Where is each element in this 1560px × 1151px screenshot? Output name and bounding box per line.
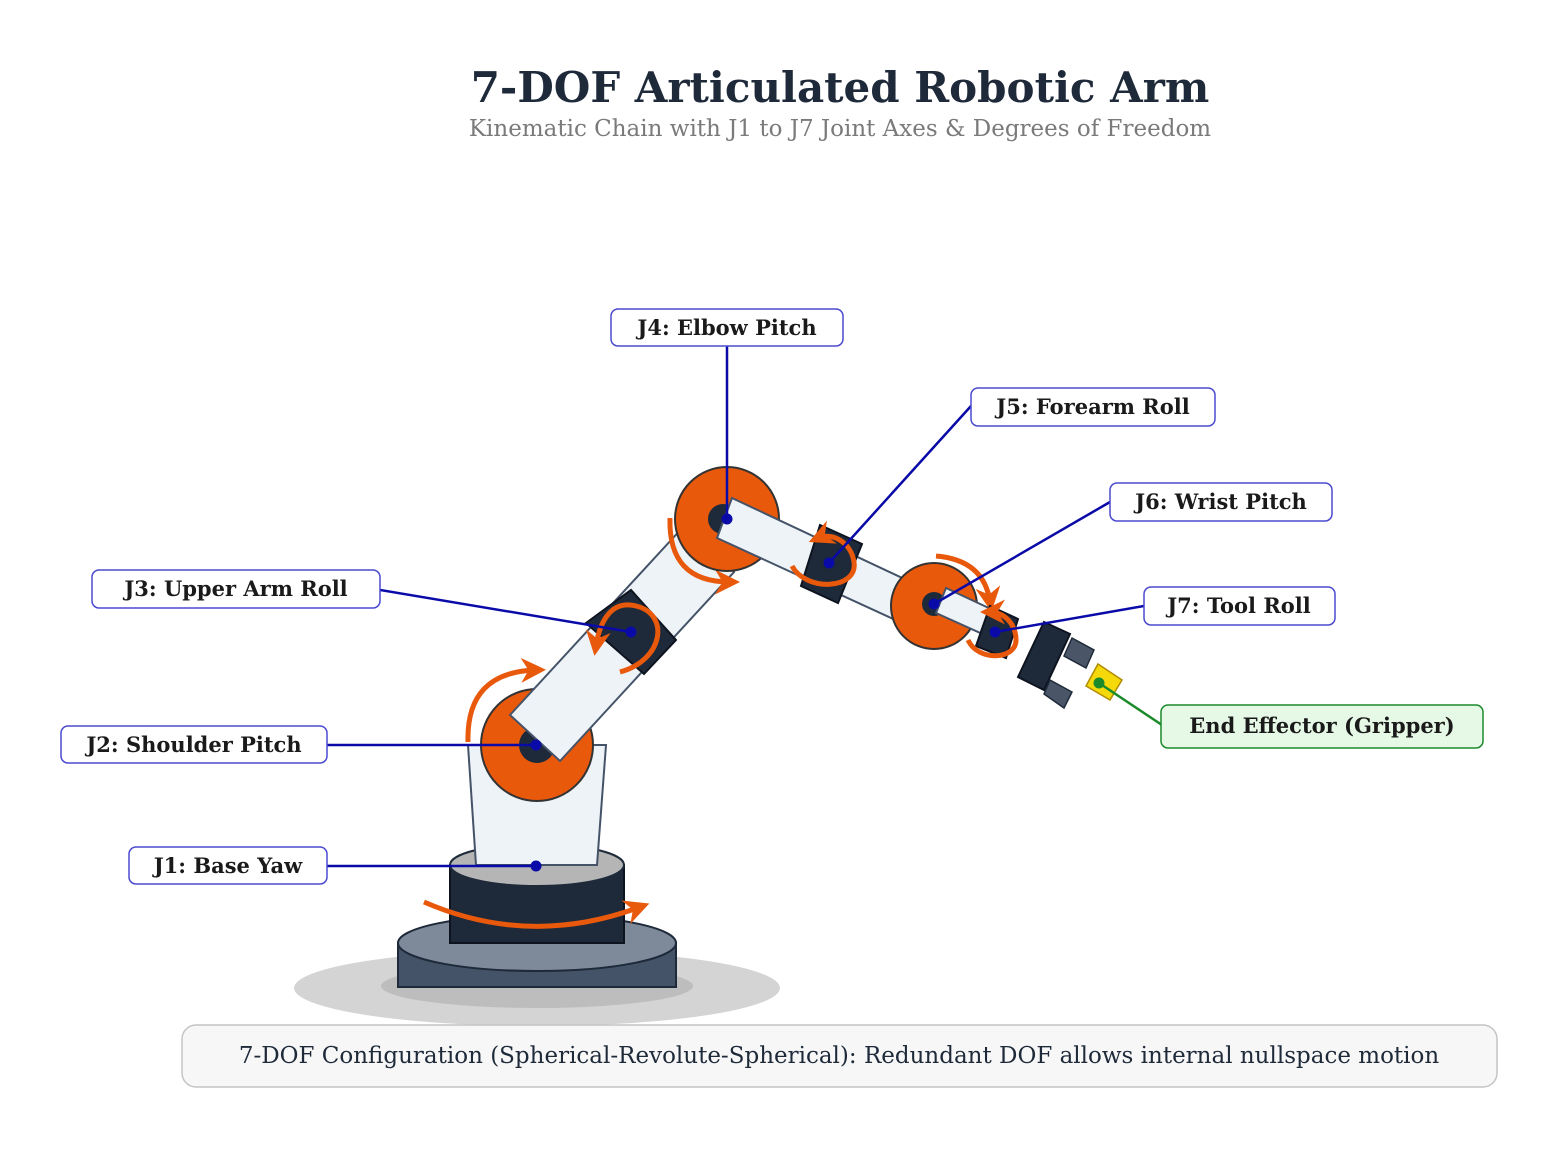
j2-label-text: J2: Shoulder Pitch xyxy=(84,732,301,757)
gripper xyxy=(1016,620,1124,710)
joint-markers xyxy=(530,513,1001,872)
j7-leader-line xyxy=(994,604,1145,634)
j3-marker-dot xyxy=(625,626,637,638)
diagram-subtitle: Kinematic Chain with J1 to J7 Joint Axes… xyxy=(469,116,1211,142)
j7-label-text: J7: Tool Roll xyxy=(1165,593,1311,618)
j7-marker-dot xyxy=(989,626,1001,638)
j4-marker-dot xyxy=(721,513,733,525)
end-effector-label: End Effector (Gripper) xyxy=(1160,704,1484,749)
j6-leader-line xyxy=(933,500,1111,606)
j6-label-text: J6: Wrist Pitch xyxy=(1133,489,1307,514)
j4-label: J4: Elbow Pitch xyxy=(610,308,844,347)
j3-label: J3: Upper Arm Roll xyxy=(91,569,381,609)
j6-marker-dot xyxy=(928,598,940,610)
j5-rotation-arrow xyxy=(789,520,857,587)
j3-leader-line xyxy=(379,588,632,634)
j1-rotation-arrow xyxy=(423,899,650,929)
j2-rotation-arrow xyxy=(465,657,546,743)
diagram-title: 7-DOF Articulated Robotic Arm xyxy=(471,63,1210,112)
j4-label-text: J4: Elbow Pitch xyxy=(635,315,816,340)
j2-marker-dot xyxy=(530,739,542,751)
j5-marker-dot xyxy=(823,557,835,569)
base-turret xyxy=(449,843,625,944)
j4-rotation-arrow xyxy=(667,517,740,595)
end-effector-label-text: End Effector (Gripper) xyxy=(1189,713,1454,738)
footer-note-text: 7-DOF Configuration (Spherical-Revolute-… xyxy=(239,1043,1440,1069)
j5-label: J5: Forearm Roll xyxy=(970,387,1216,427)
j6-label: J6: Wrist Pitch xyxy=(1109,482,1333,522)
j3-label-text: J3: Upper Arm Roll xyxy=(122,576,347,601)
j7-rotation-arrow xyxy=(965,599,1019,659)
end-effector-marker-dot xyxy=(1093,677,1105,689)
j3-rotation-arrow xyxy=(585,602,661,675)
leader-lines xyxy=(326,345,1145,868)
j1-label-text: J1: Base Yaw xyxy=(152,853,303,878)
j5-leader-line xyxy=(828,405,972,564)
j5-label-text: J5: Forearm Roll xyxy=(994,394,1189,419)
j2-label: J2: Shoulder Pitch xyxy=(60,725,328,764)
footer-note: 7-DOF Configuration (Spherical-Revolute-… xyxy=(181,1024,1498,1088)
j7-label: J7: Tool Roll xyxy=(1143,586,1336,626)
j1-marker-dot xyxy=(530,860,542,872)
j6-rotation-arrow xyxy=(935,553,1001,612)
end-effector-leader-line xyxy=(1098,681,1163,727)
j1-label: J1: Base Yaw xyxy=(128,846,328,885)
